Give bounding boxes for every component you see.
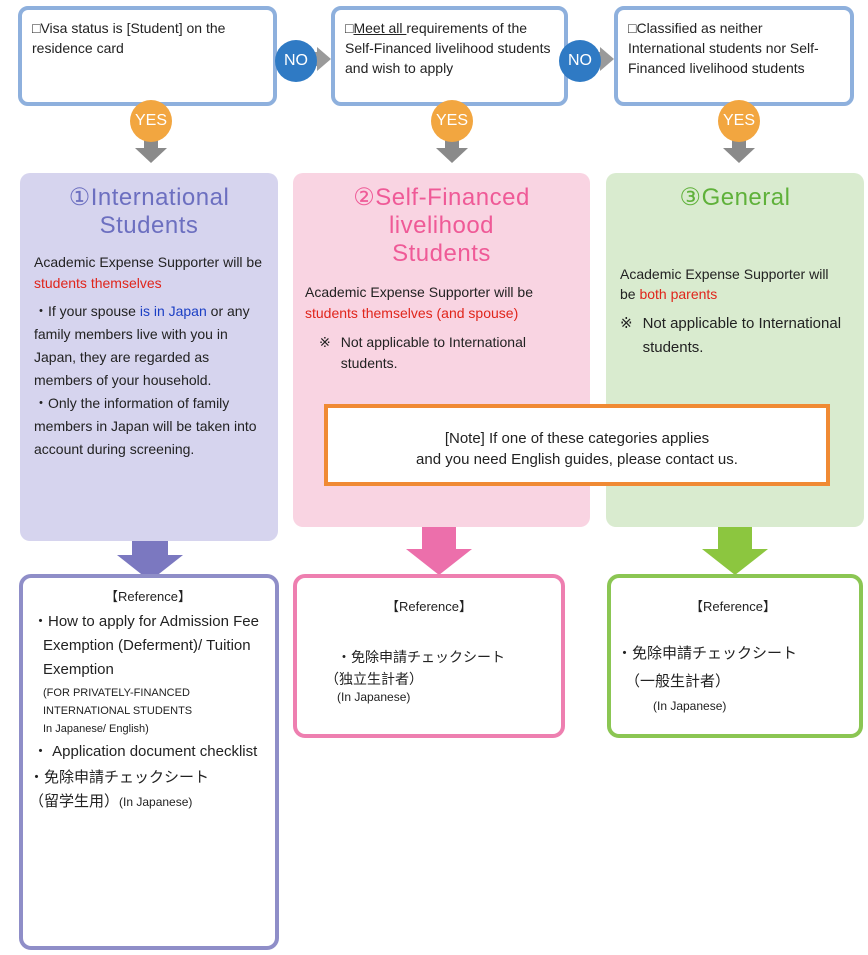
question-box-self-financed: □Meet all requirements of the Self-Finan… xyxy=(331,6,568,106)
reference-link-document-checklist[interactable]: ・ Application document checklist xyxy=(33,743,258,760)
no-badge-1: NO xyxy=(275,40,317,82)
bullet-family-info: ・Only the information of family members … xyxy=(34,395,257,457)
reference-heading: 【Reference】 xyxy=(386,599,472,614)
down-arrow-yes-1: YES xyxy=(130,100,172,164)
no-badge-2: NO xyxy=(559,40,601,82)
supporter-text: Academic Expense Supporter will be both … xyxy=(620,266,829,302)
supporter-text: Academic Expense Supporter will be stude… xyxy=(34,254,263,291)
contact-note-box: [Note] If one of these categories applie… xyxy=(324,404,830,486)
down-arrow-general xyxy=(702,527,768,577)
question-box-visa-status: □Visa status is [Student] on the residen… xyxy=(18,6,277,106)
supporter-text: Academic Expense Supporter will be stude… xyxy=(305,284,534,321)
question-text: □Classified as neither International stu… xyxy=(628,20,819,76)
down-arrow-self-financed xyxy=(406,527,472,577)
note-not-applicable: ※Not applicable to International student… xyxy=(620,315,842,356)
bullet-spouse: ・If your spouse is in Japan or any famil… xyxy=(34,303,250,388)
reference-link-checksheet-international[interactable]: ・免除申請チェックシート （留学生用）(In Japanese) xyxy=(29,769,210,810)
panel-international-students: ①International Students Academic Expense… xyxy=(20,173,278,541)
reference-link-checksheet-general[interactable]: ・免除申請チェックシート （一般生計者） (In Japanese) xyxy=(617,645,798,713)
reference-link-admission-fee[interactable]: ・How to apply for Admission Fee Exemptio… xyxy=(33,613,259,735)
yes-badge-2: YES xyxy=(431,100,473,142)
question-text: □Visa status is [Student] on the residen… xyxy=(32,20,226,56)
reference-box-general: 【Reference】 ・免除申請チェックシート （一般生計者） (In Jap… xyxy=(607,574,863,738)
panel-title: ③General xyxy=(679,184,791,211)
down-arrow-yes-3: YES xyxy=(718,100,760,164)
panel-title: ①International Students xyxy=(68,184,230,239)
reference-box-international: 【Reference】 ・How to apply for Admission … xyxy=(19,574,279,950)
yes-badge-3: YES xyxy=(718,100,760,142)
reference-link-checksheet-self-financed[interactable]: ・免除申請チェックシート （独立生計者） (In Japanese) xyxy=(325,649,505,704)
underlined-text: Meet all xyxy=(353,20,407,36)
question-box-neither: □Classified as neither International stu… xyxy=(614,6,854,106)
question-text: requirements of the Self-Financed liveli… xyxy=(345,20,551,76)
reference-box-self-financed: 【Reference】 ・免除申請チェックシート （独立生計者） (In Jap… xyxy=(293,574,565,738)
reference-heading: 【Reference】 xyxy=(690,599,776,614)
checkbox-glyph: □ xyxy=(345,20,354,36)
panel-title: ②Self-Financed livelihood Students xyxy=(353,184,530,267)
note-not-applicable: ※Not applicable to International student… xyxy=(319,334,526,371)
yes-badge-1: YES xyxy=(130,100,172,142)
down-arrow-yes-2: YES xyxy=(431,100,473,164)
reference-heading: 【Reference】 xyxy=(105,589,191,604)
